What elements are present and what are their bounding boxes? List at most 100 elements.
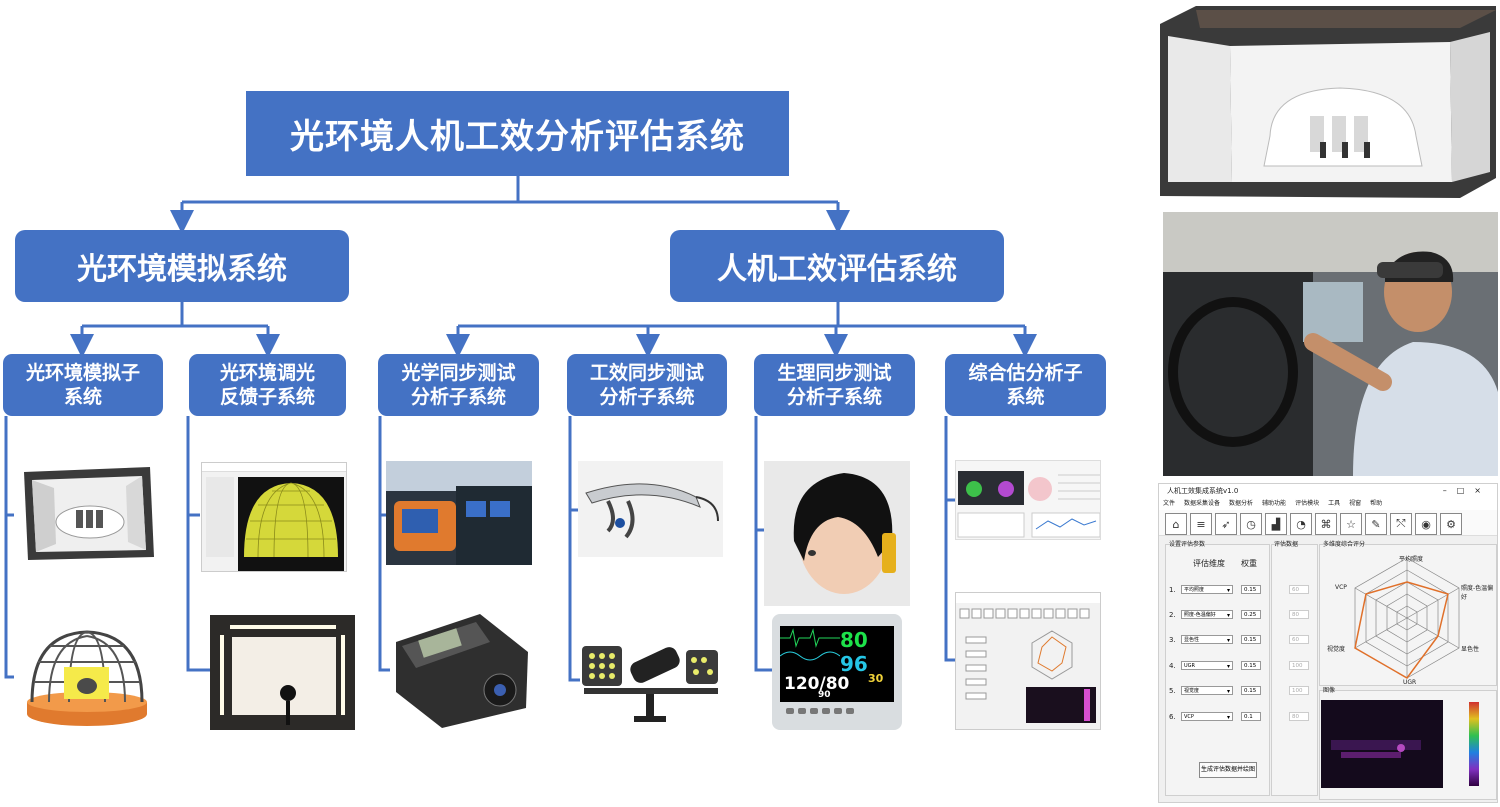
root-system-box: 光环境人机工效分析评估系统 [246, 91, 789, 176]
monitor-value-3: 30 [868, 672, 884, 685]
pie-chart-icon[interactable]: ◔ [1290, 513, 1312, 535]
subsystem-label: 光学同步测试 分析子系统 [401, 362, 516, 408]
clock-icon[interactable]: ◷ [1240, 513, 1262, 535]
subsystem-label: 综合估分析子 系统 [968, 362, 1083, 408]
window-controls[interactable]: –□× [1442, 486, 1491, 495]
data-value: 80 [1289, 712, 1309, 721]
menu-data-acquisition[interactable]: 数据采集设备 [1184, 500, 1221, 507]
dimension-select[interactable]: UGR [1181, 661, 1233, 671]
bar-chart-icon[interactable]: ▟ [1265, 513, 1287, 535]
subsystem-light-simulation: 光环境模拟子 系统 [3, 354, 163, 416]
row-index: 5. [1169, 687, 1176, 695]
params-group-title: 设置评估参数 [1169, 541, 1206, 548]
dimension-select[interactable]: VCP [1181, 712, 1233, 722]
menu-bar: 文件 数据采集设备 数据分析 辅助功能 评估模块 工具 视窗 帮助 [1159, 498, 1497, 510]
analysis-screenshot-1 [955, 460, 1101, 540]
radar-label-top-left: VCP [1335, 584, 1347, 591]
weight-input[interactable]: 0.1 [1241, 712, 1261, 721]
window-title: 人机工效集成系统v1.0 [1167, 487, 1239, 495]
heatmap-image [1321, 700, 1443, 788]
weight-input[interactable]: 0.15 [1241, 585, 1261, 594]
dimension-select[interactable]: 视觉度 [1181, 686, 1233, 696]
radar-label-bottom-left: 视觉度 [1327, 646, 1346, 653]
monitor-value-1: 80 [840, 628, 868, 652]
menu-data-analysis[interactable]: 数据分析 [1229, 500, 1254, 507]
menu-evaluation[interactable]: 评估模块 [1295, 500, 1320, 507]
subsystem-label: 光环境调光 反馈子系统 [219, 362, 315, 408]
menu-help[interactable]: 帮助 [1370, 500, 1383, 507]
subsystem-label: 工效同步测试 分析子系统 [589, 362, 704, 408]
subsystem-physiological-sync-test: 生理同步测试 分析子系统 [754, 354, 915, 416]
data-value: 100 [1289, 686, 1309, 695]
weight-input[interactable]: 0.15 [1241, 661, 1261, 670]
row-index: 4. [1169, 662, 1176, 670]
analysis-screenshot-2 [955, 592, 1101, 730]
subsystem-ergonomic-sync-test: 工效同步测试 分析子系统 [567, 354, 727, 416]
window-titlebar: 人机工效集成系统v1.0 –□× [1159, 484, 1497, 498]
home-icon[interactable]: ⌂ [1165, 513, 1187, 535]
vehicle-light-room-render [1160, 6, 1496, 198]
dimension-select[interactable]: 照度-色温偏好 [1181, 610, 1233, 620]
trend-icon[interactable]: ⤲ [1390, 513, 1412, 535]
light-simulation-system-label: 光环境模拟系统 [77, 252, 287, 287]
patient-monitor-image: 80 96 30 120/80 90 [772, 614, 902, 730]
rocket-icon[interactable]: ➶ [1215, 513, 1237, 535]
ergonomics-evaluation-system-box: 人机工效评估系统 [670, 230, 1004, 302]
radar-group [1319, 544, 1497, 686]
radar-label-bottom-right: 显色性 [1461, 646, 1480, 653]
eeg-cap-image [764, 461, 910, 606]
dimming-software-screenshot [201, 462, 347, 572]
settings-icon[interactable]: ⚙ [1440, 513, 1462, 535]
row-index: 2. [1169, 611, 1176, 619]
driver-test-photo [1163, 212, 1498, 476]
radar-label-bottom: UGR [1403, 679, 1417, 686]
ergonomics-evaluation-system-label: 人机工效评估系统 [717, 252, 957, 287]
column-weight: 权重 [1241, 559, 1257, 568]
network-icon[interactable]: ⌘ [1315, 513, 1337, 535]
root-system-label: 光环境人机工效分析评估系统 [290, 117, 745, 157]
camera-rig-image [580, 632, 720, 730]
subsystem-optical-sync-test: 光学同步测试 分析子系统 [378, 354, 539, 416]
radar-label-top: 平均照度 [1399, 556, 1424, 563]
row-index: 6. [1169, 713, 1176, 721]
cockpit-display-image [386, 461, 532, 565]
document-icon[interactable]: ≡ [1190, 513, 1212, 535]
dimension-select[interactable]: 显色性 [1181, 635, 1233, 645]
star-icon[interactable]: ☆ [1340, 513, 1362, 535]
subsystem-dimming-feedback: 光环境调光 反馈子系统 [189, 354, 346, 416]
evaluation-software-window: 人机工效集成系统v1.0 –□× 文件 数据采集设备 数据分析 辅助功能 评估模块 工具 视窗… [1158, 483, 1498, 803]
dimension-select[interactable]: 平均照度 [1181, 585, 1233, 595]
row-index: 1. [1169, 586, 1176, 594]
edit-icon[interactable]: ✎ [1365, 513, 1387, 535]
data-value: 60 [1289, 635, 1309, 644]
weight-input[interactable]: 0.15 [1241, 635, 1261, 644]
column-dimension: 评估维度 [1193, 559, 1225, 568]
monitor-value-5: 90 [818, 690, 831, 700]
dimming-lightbox-image [210, 615, 355, 730]
eye-icon[interactable]: ◉ [1415, 513, 1437, 535]
monitor-value-4: 120/80 [784, 674, 850, 694]
data-value: 80 [1289, 610, 1309, 619]
data-value: 60 [1289, 585, 1309, 594]
subsystem-label: 光环境模拟子 系统 [25, 362, 140, 408]
radar-label-top-right: 照度-色温偏好 [1461, 585, 1494, 601]
light-room-model-image [14, 462, 160, 565]
radar-chart [1354, 557, 1460, 679]
menu-tools[interactable]: 工具 [1328, 500, 1341, 507]
generate-button[interactable]: 生成评估数据并绘图 [1199, 762, 1257, 778]
dome-cage-model-image [14, 622, 160, 730]
toolbar: ⌂ ≡ ➶ ◷ ▟ ◔ ⌘ ☆ ✎ ⤲ ◉ ⚙ [1159, 510, 1497, 536]
light-simulation-system-box: 光环境模拟系统 [15, 230, 349, 302]
menu-file[interactable]: 文件 [1163, 500, 1176, 507]
subsystem-comprehensive-analysis: 综合估分析子 系统 [945, 354, 1106, 416]
menu-window[interactable]: 视窗 [1349, 500, 1362, 507]
spectroradiometer-image [390, 612, 530, 730]
weight-input[interactable]: 0.25 [1241, 610, 1261, 619]
radar-group-title: 多维度综合评分 [1323, 541, 1366, 548]
menu-auxiliary[interactable]: 辅助功能 [1262, 500, 1287, 507]
row-index: 3. [1169, 636, 1176, 644]
color-scale-bar [1469, 702, 1479, 786]
data-group-title: 评估数据 [1274, 541, 1299, 548]
weight-input[interactable]: 0.15 [1241, 686, 1261, 695]
